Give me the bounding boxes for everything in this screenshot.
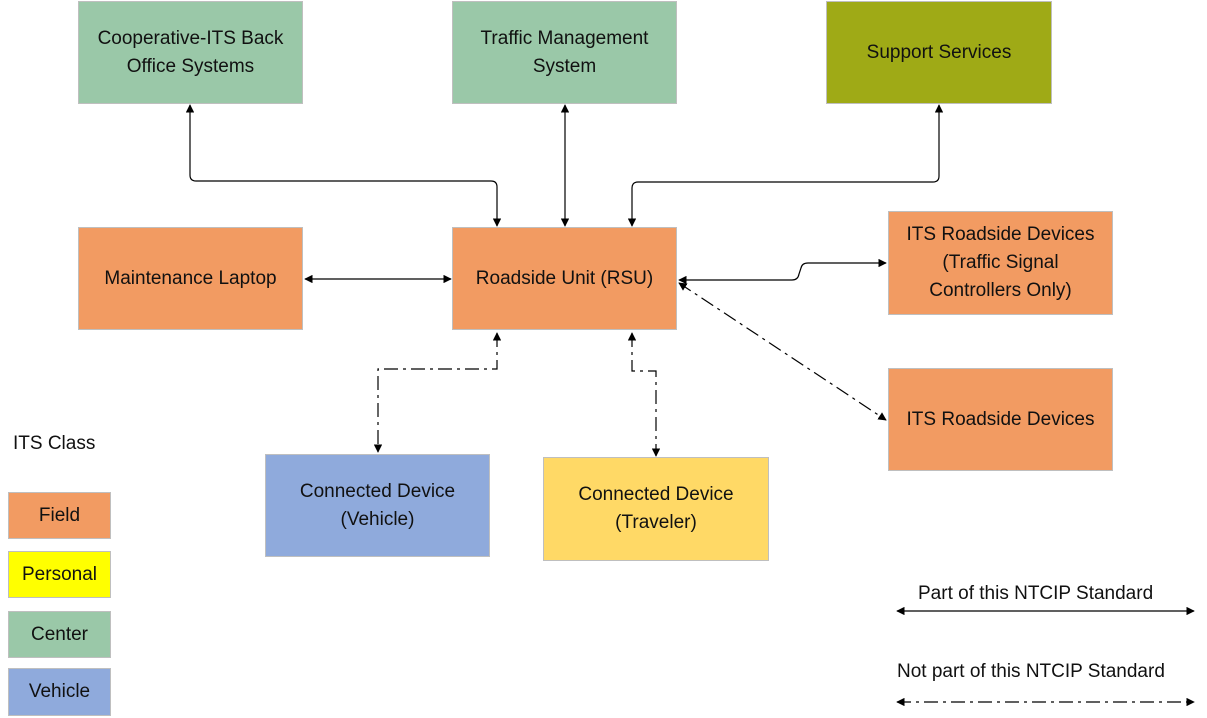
legend-swatch-center: Center	[8, 611, 111, 658]
node-connected-device-traveler: Connected Device (Traveler)	[543, 457, 769, 561]
link-rsu-traveler	[627, 332, 661, 457]
node-traffic-management-system: Traffic Management System	[452, 1, 677, 104]
legend-swatch-vehicle: Vehicle	[8, 668, 111, 716]
legend-swatch-field: Field	[8, 492, 111, 539]
node-its-roadside-devices: ITS Roadside Devices	[888, 368, 1113, 471]
node-cooperative-its-back-office: Cooperative-ITS Back Office Systems	[78, 1, 303, 104]
link-rsu-vehicle	[373, 332, 502, 453]
link-backoffice-rsu	[185, 104, 502, 227]
node-connected-device-vehicle: Connected Device (Vehicle)	[265, 454, 490, 557]
node-roadside-unit: Roadside Unit (RSU)	[452, 227, 677, 330]
node-support-services: Support Services	[826, 1, 1052, 104]
link-rsu-roadside	[678, 282, 887, 421]
legend-part-of-standard: Part of this NTCIP Standard	[918, 583, 1154, 604]
link-rsu-tsc	[678, 258, 887, 285]
node-maintenance-laptop: Maintenance Laptop	[78, 227, 303, 330]
legend-title: ITS Class	[13, 433, 96, 454]
legend-not-part-of-standard: Not part of this NTCIP Standard	[897, 661, 1165, 682]
legend-swatch-personal: Personal	[8, 551, 111, 598]
link-support-rsu	[627, 104, 944, 227]
node-its-roadside-devices-tsc: ITS Roadside Devices (Traffic Signal Con…	[888, 211, 1113, 315]
